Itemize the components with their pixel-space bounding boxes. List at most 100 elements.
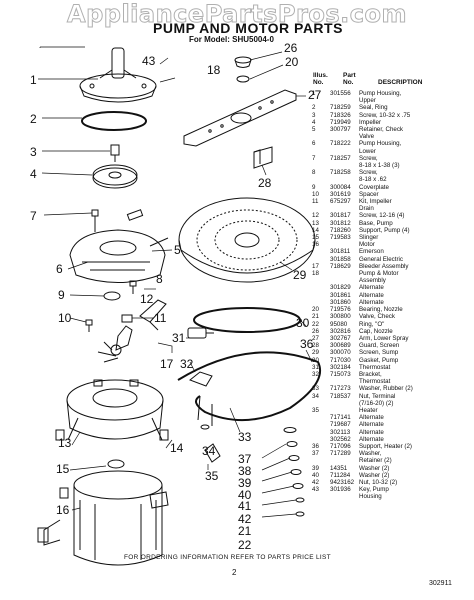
parts-list-row: Drain <box>312 205 474 212</box>
part-description: Cap, Nozzle <box>359 327 393 335</box>
illus-no: 26 <box>312 327 319 335</box>
illus-no: 31 <box>312 363 319 371</box>
part-no: 95080 <box>330 320 348 328</box>
part-no: 9423162 <box>330 478 355 486</box>
illus-no <box>312 284 330 291</box>
illus-no: 9 <box>312 183 316 191</box>
part-description: (7/16-20) (2) <box>359 399 394 407</box>
parts-list-row: Lower <box>312 148 474 155</box>
illus-no <box>312 421 330 428</box>
illus-no <box>312 133 330 140</box>
illus-no: 10 <box>312 190 319 198</box>
callout-32: 32 <box>180 357 194 371</box>
parts-list-row: Retainer (2) <box>312 457 474 464</box>
callout-9: 9 <box>58 288 65 302</box>
part-description: Retainer, Check <box>359 126 404 134</box>
page-title: PUMP AND MOTOR PARTS <box>153 20 343 36</box>
part-description: Pump Housing, <box>359 140 402 148</box>
part-description: Pump Housing, <box>359 90 402 97</box>
part-description: Washer (2) <box>359 464 390 472</box>
illus-no <box>312 429 330 436</box>
part-description: 8-18 x .62 <box>359 176 387 184</box>
callout-41: 41 <box>238 499 252 513</box>
callout-38: 38 <box>238 464 252 478</box>
part-slinger <box>107 459 125 469</box>
part-no: 719576 <box>330 306 351 314</box>
part-no: 717141 <box>330 414 351 422</box>
illus-no: 2 <box>312 104 316 112</box>
part-description: 8-18 x 1-38 (3) <box>359 162 400 170</box>
part-description: Valve <box>359 133 375 141</box>
callout-13: 13 <box>58 436 72 450</box>
illus-no: 35 <box>312 406 319 414</box>
callout-34: 34 <box>202 444 216 458</box>
part-nozzle-cap <box>234 56 252 68</box>
callout-8: 8 <box>156 272 163 286</box>
part-no: 301817 <box>330 212 351 220</box>
part-description: Screw, 12-16 (4) <box>359 212 405 220</box>
parts-list-row: 8-18 x .62 <box>312 176 474 183</box>
part-no: 717289 <box>330 450 351 458</box>
part-washer-nut-stack <box>283 427 305 517</box>
callout-14: 14 <box>170 441 184 455</box>
illus-no <box>312 292 330 299</box>
illus-no: 32 <box>312 370 319 378</box>
part-description: Motor <box>359 241 375 249</box>
part-impeller <box>92 164 138 189</box>
part-no <box>330 457 359 464</box>
parts-list-row: 42 9423162 Nut, 10-32 (2) <box>312 479 474 486</box>
callout-30: 30 <box>296 316 310 330</box>
part-no: 301811 <box>330 248 351 256</box>
header-part-no: Part No. <box>343 72 356 86</box>
part-no: 718260 <box>330 226 351 234</box>
part-seal-ring <box>81 111 147 131</box>
part-description: Washer, Rubber (2) <box>359 385 413 393</box>
part-screen-guard <box>253 146 273 169</box>
illus-no: 39 <box>312 464 319 472</box>
illus-no: 42 <box>312 478 319 486</box>
part-no: 301860 <box>330 298 351 306</box>
illus-no: 34 <box>312 392 319 400</box>
callout-31: 31 <box>172 331 186 345</box>
illus-no <box>312 148 330 155</box>
part-description: Nut, 10-32 (2) <box>359 478 398 486</box>
part-no: 719583 <box>330 234 351 242</box>
callout-22: 22 <box>238 538 252 552</box>
part-screw-small <box>110 144 120 162</box>
part-no: 718222 <box>330 140 351 148</box>
part-no: 300689 <box>330 342 351 350</box>
part-no: 719687 <box>330 421 351 429</box>
illus-no <box>312 256 330 263</box>
part-thermostat-bracket <box>189 371 213 387</box>
part-description: Bracket, <box>359 370 382 378</box>
part-description: Screw, <box>359 169 378 177</box>
parts-list-row: (7/16-20) (2) <box>312 400 474 407</box>
part-no: 719949 <box>330 118 351 126</box>
part-no: 301861 <box>330 291 351 299</box>
part-no: 302184 <box>330 363 351 371</box>
document-code: 302911 <box>429 580 452 587</box>
callout-5: 5 <box>174 243 181 257</box>
part-screw-long <box>91 209 99 232</box>
parts-list-row: Assembly <box>312 277 474 284</box>
part-description: Alternate <box>359 284 384 292</box>
part-screw-8 <box>129 280 137 294</box>
